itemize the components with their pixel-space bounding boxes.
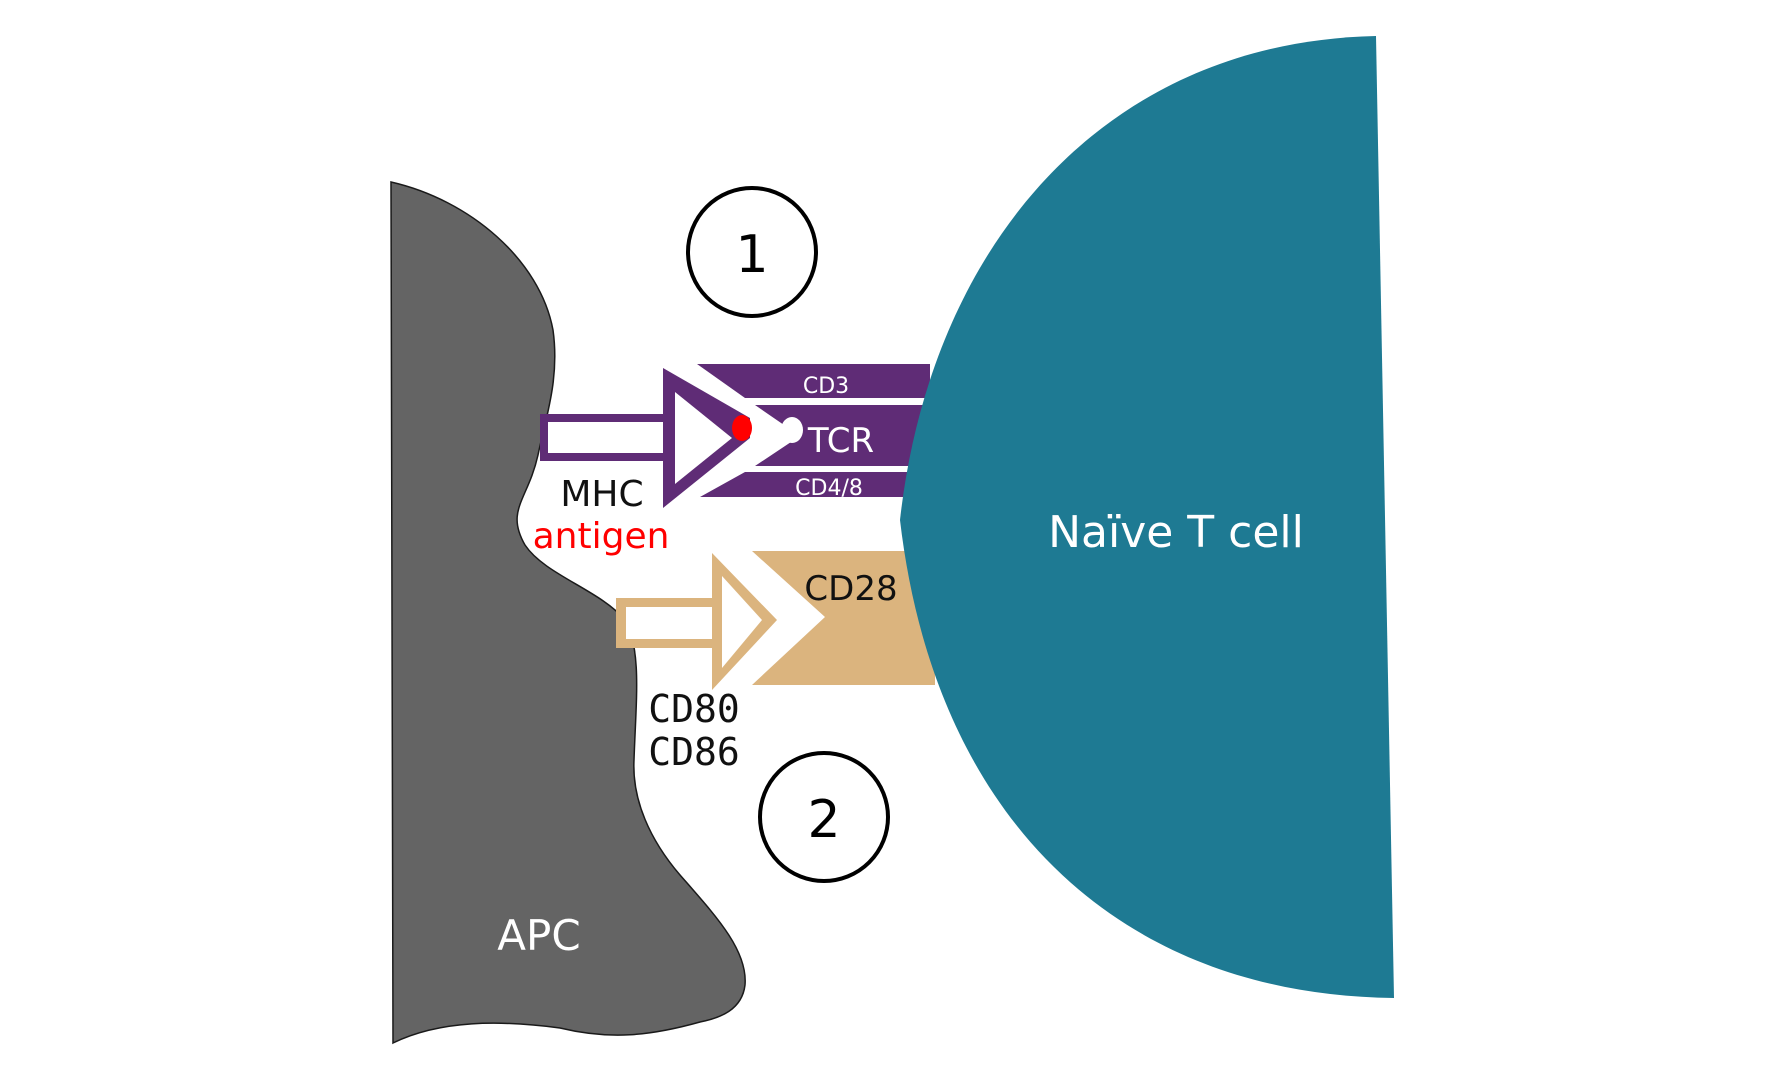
mhc-molecule <box>540 368 752 508</box>
cd80-label: CD80 <box>648 687 740 731</box>
tcr-complex <box>697 364 930 497</box>
cd28-receptor <box>752 551 935 685</box>
cd48-band <box>700 472 930 497</box>
apc-cell <box>390 181 746 1045</box>
step-1-number: 1 <box>735 225 768 285</box>
cd3-label: CD3 <box>803 374 849 399</box>
cd48-label: CD4/8 <box>795 476 863 501</box>
step-1-circle <box>686 186 818 318</box>
tcr-binding-site <box>781 417 803 443</box>
step-2-circle <box>758 751 890 883</box>
cd3-band <box>697 364 930 398</box>
step-2-number: 2 <box>807 790 840 850</box>
antigen-label: antigen <box>533 516 670 557</box>
cd28-label: CD28 <box>804 569 897 609</box>
tcell-label: Naïve T cell <box>1048 507 1304 558</box>
mhc-label: MHC <box>560 474 643 515</box>
cd86-label: CD86 <box>648 730 740 774</box>
antigen-dot <box>732 415 752 441</box>
apc-label: APC <box>497 911 580 960</box>
cd80-cd86-molecule <box>616 553 777 690</box>
tcell <box>900 36 1394 998</box>
tcr-label: TCR <box>807 421 874 461</box>
